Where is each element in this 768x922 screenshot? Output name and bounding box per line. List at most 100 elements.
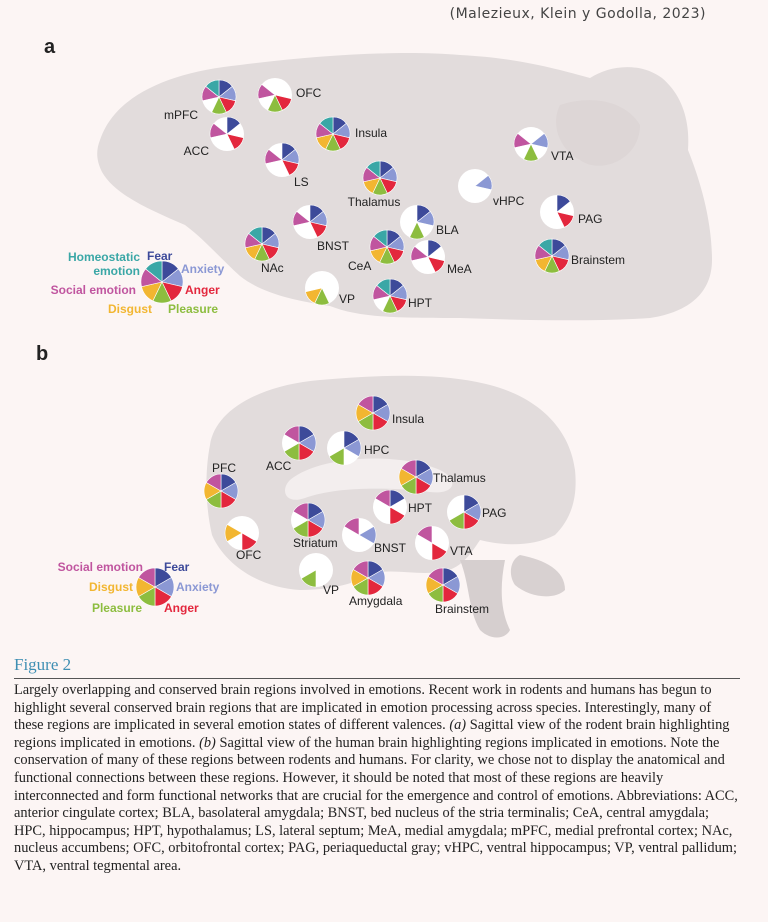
rodent-thalamus-label: Thalamus [348, 195, 401, 209]
human-amygdala-pie [350, 560, 386, 596]
human-pfc-pie-social-emotion-slice [205, 473, 222, 492]
legend-b-pleasure-label: Pleasure [92, 601, 142, 615]
human-vp-pie-pleasure-slice [300, 569, 317, 588]
rodent-vp-pie [305, 271, 339, 306]
panel-a-label: a [44, 36, 56, 58]
rodent-pag-pie [540, 194, 574, 229]
rodent-vhpc-pie-anxiety-slice [474, 174, 493, 191]
caption-a-text: Sagittal view of the rodent brain highli… [14, 717, 730, 751]
legend-a-pleasure-label: Pleasure [168, 302, 218, 316]
human-insula-pie [355, 395, 391, 431]
rodent-insula-label: Insula [355, 126, 387, 140]
rodent-bla-pie-pleasure-slice [409, 221, 425, 240]
human-insula-pie-social-emotion-slice [357, 395, 374, 414]
rodent-ls-label: LS [294, 175, 309, 189]
human-ofc-pie [224, 516, 259, 551]
rodent-cea-label: CeA [348, 259, 371, 273]
legend-b-pie [135, 567, 175, 607]
human-ofc-pie-disgust-slice [224, 524, 243, 542]
rodent-ls-pie-social-emotion-slice [264, 148, 283, 165]
rodent-insula-pie [315, 116, 351, 152]
rodent-pag-pie-anger-slice [556, 211, 574, 228]
human-pag-pie-pleasure-slice [448, 511, 465, 530]
rodent-mea-pie-fear-slice [427, 239, 442, 258]
legend-b-fear-label: Fear [164, 560, 190, 574]
rodent-ofc-label: OFC [296, 86, 322, 100]
human-hpt-pie-anger-slice [389, 506, 406, 525]
caption-divider [14, 678, 740, 679]
rodent-acc-pie-anger-slice [226, 133, 244, 150]
rodent-ofc-pie-social-emotion-slice [257, 83, 276, 100]
rodent-nac-pie [244, 226, 280, 262]
rodent-cea-pie [369, 229, 405, 265]
rodent-vhpc-label: vHPC [493, 194, 525, 208]
rodent-brainstem-pie [534, 238, 570, 274]
legend-b-pie-social-emotion-slice [138, 567, 156, 588]
rodent-mpfc-pie-pleasure-slice [211, 96, 227, 115]
rodent-bla-label: BLA [436, 223, 459, 237]
human-thalamus-pie-social-emotion-slice [400, 459, 417, 478]
human-bnst-label: BNST [374, 541, 407, 555]
human-hpc-pie-anxiety-slice [343, 439, 362, 457]
legend-b-social-label: Social emotion [58, 560, 143, 574]
rodent-nac-label: NAc [261, 261, 284, 275]
legend-a-disgust-label: Disgust [108, 302, 152, 316]
human-ofc-label: OFC [236, 548, 262, 562]
human-bnst-pie [342, 517, 377, 552]
rodent-vta-pie-anxiety-slice [530, 132, 549, 149]
human-vp-label: VP [323, 583, 339, 597]
rodent-mpfc-label: mPFC [164, 108, 198, 122]
rodent-vhpc-pie [458, 169, 493, 203]
caption-a-tag: (a) [449, 717, 467, 734]
rodent-cea-pie-homeostatic-emotion-slice [373, 229, 388, 248]
human-vta-pie [415, 525, 449, 561]
rodent-ofc-pie-pleasure-slice [267, 94, 283, 113]
brain-figure: mPFCOFCACCInsulaLSThalamusVTAvHPCPAGBNST… [51, 53, 712, 638]
rodent-vp-pie-disgust-slice [305, 287, 323, 304]
rodent-pag-pie-fear-slice [556, 194, 571, 213]
rodent-thalamus-pie [362, 160, 398, 196]
legend-a-social-label: Social emotion [51, 283, 136, 297]
rodent-vta-pie-pleasure-slice [523, 143, 539, 162]
rodent-hpt-label: HPT [408, 296, 433, 310]
rodent-hpt-pie-homeostatic-emotion-slice [376, 278, 391, 297]
rodent-mea-pie [410, 239, 445, 274]
human-vp-pie [299, 553, 333, 588]
legend-a-fear-label: Fear [147, 249, 173, 263]
human-hpc-pie-pleasure-slice [328, 447, 345, 466]
human-hpt-pie-social-emotion-slice [374, 489, 391, 508]
human-hpc-label: HPC [364, 443, 390, 457]
human-thalamus-pie [398, 459, 434, 495]
rodent-hpt-pie [372, 278, 408, 314]
human-hpt-pie [373, 489, 407, 525]
legend-a-anger-label: Anger [185, 283, 220, 297]
rodent-bnst-label: BNST [317, 239, 350, 253]
rodent-vta-label: VTA [551, 149, 573, 163]
rodent-mpfc-pie-homeostatic-emotion-slice [205, 79, 220, 98]
human-brainstem-pie-social-emotion-slice [427, 567, 444, 586]
human-ofc-pie-anger-slice [241, 532, 258, 551]
rodent-nac-pie-homeostatic-emotion-slice [248, 226, 263, 245]
rodent-hpt-pie-pleasure-slice [382, 295, 398, 314]
legend-b-disgust-label: Disgust [89, 580, 133, 594]
human-acc-label: ACC [266, 459, 292, 473]
rodent-brain-silhouette [97, 53, 712, 321]
rodent-thalamus-pie-homeostatic-emotion-slice [366, 160, 381, 179]
human-hpt-label: HPT [408, 501, 433, 515]
rodent-brainstem-pie-homeostatic-emotion-slice [538, 238, 553, 257]
panel-b-label: b [36, 343, 49, 365]
human-thalamus-label: Thalamus [433, 471, 486, 485]
human-acc-pie [282, 425, 317, 461]
rodent-vta-pie-social-emotion-slice [513, 132, 532, 149]
rodent-mea-pie-anger-slice [427, 256, 445, 273]
legend-a-homeostatic-line1: Homeostatic [68, 250, 140, 264]
rodent-acc-label: ACC [184, 144, 210, 158]
human-amygdala-pie-social-emotion-slice [352, 560, 369, 579]
caption-intro: Largely overlapping and conserved brain … [14, 682, 712, 734]
human-striatum-label: Striatum [293, 536, 338, 550]
human-pag-pie [447, 494, 482, 530]
human-insula-label: Insula [392, 412, 424, 426]
rodent-bnst-pie [292, 204, 328, 239]
rodent-bla-pie [400, 204, 435, 240]
